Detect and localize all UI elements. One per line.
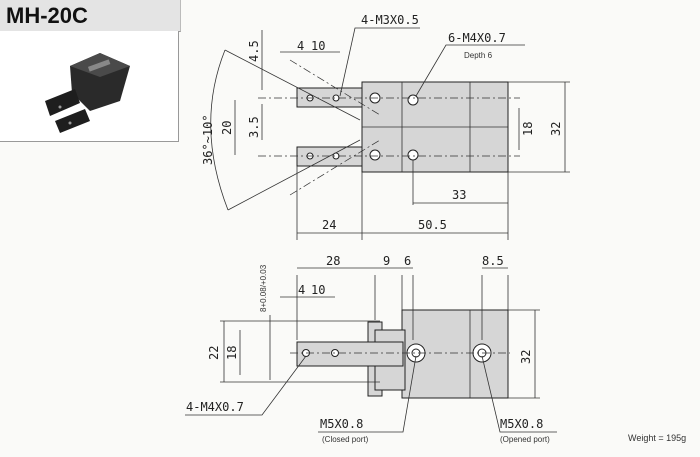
dim-32: 32 [549,122,563,136]
opened-port-label: M5X0.8 [500,417,543,431]
dim-33: 33 [452,188,466,202]
side-finger [296,341,404,367]
thread-label-m3: 4-M3X0.5 [361,13,419,27]
upper-finger [296,87,363,108]
dim-4-side: 4 [298,283,305,297]
product-photo [0,31,179,142]
depth-label: Depth 6 [464,51,493,60]
dim-10-side: 10 [311,283,325,297]
dim-18-side: 18 [225,346,239,360]
dim-4: 4 [297,39,304,53]
opened-port-note: (Opened port) [500,435,550,444]
dim-18: 18 [521,122,535,136]
top-view: 36°~10° 4.5 3.5 20 4 10 4-M3X0.5 6-M4X0.… [201,13,570,240]
closed-port-note: (Closed port) [322,435,369,444]
thread-label-m4: 6-M4X0.7 [448,31,506,45]
dim-6: 6 [404,254,411,268]
dim-4-5: 4.5 [247,40,261,62]
closed-port-label: M5X0.8 [320,417,363,431]
dim-9: 9 [383,254,390,268]
dim-22: 22 [207,346,221,360]
dim-20: 20 [220,121,234,135]
dim-50-5: 50.5 [418,218,447,232]
tolerance-label: 8+0.08/+0.03 [259,264,268,312]
dim-24: 24 [322,218,336,232]
title-bar: MH-20C [0,0,181,32]
dim-32-side: 32 [519,350,533,364]
dim-8-5: 8.5 [482,254,504,268]
side-view: 28 9 6 8.5 4 10 8+0.08/+0.03 22 18 32 4-… [185,254,557,444]
product-title: MH-20C [6,3,88,28]
dim-28: 28 [326,254,340,268]
thread-label-m4-side: 4-M4X0.7 [186,400,244,414]
dim-10: 10 [311,39,325,53]
gripper-photo-icon [45,53,130,133]
weight-label: Weight = 195g [628,433,687,443]
angle-label: 36°~10° [201,114,215,165]
dim-3-5: 3.5 [247,116,261,138]
